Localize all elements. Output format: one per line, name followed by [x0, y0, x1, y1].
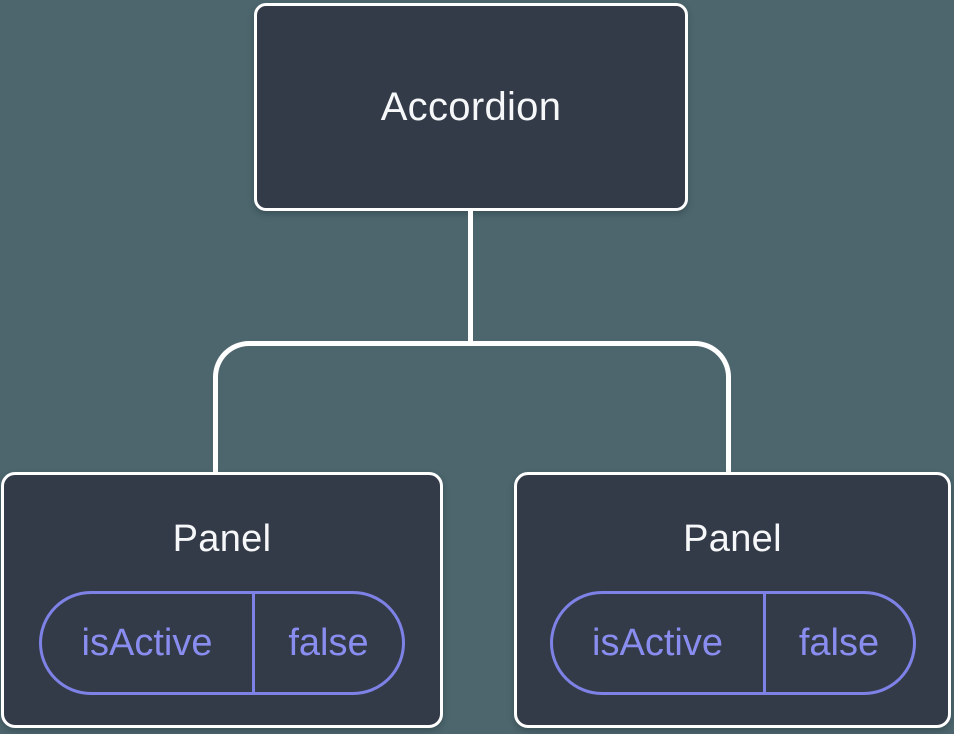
tree-node-accordion: Accordion: [254, 3, 688, 211]
accordion-node-label: Accordion: [380, 84, 562, 129]
state-pill: isActive false: [39, 591, 405, 695]
connector-stem: [468, 211, 473, 346]
tree-node-panel-1: Panel isActive false: [1, 472, 443, 728]
state-pill: isActive false: [549, 591, 916, 695]
panel-node-label: Panel: [683, 518, 782, 560]
state-value: false: [288, 621, 369, 664]
state-name: isActive: [553, 594, 766, 692]
state-name: isActive: [42, 594, 255, 692]
panel-node-label: Panel: [172, 518, 272, 560]
connector-branch: [213, 341, 731, 472]
tree-node-panel-2: Panel isActive false: [514, 472, 951, 728]
state-value: false: [798, 621, 880, 664]
